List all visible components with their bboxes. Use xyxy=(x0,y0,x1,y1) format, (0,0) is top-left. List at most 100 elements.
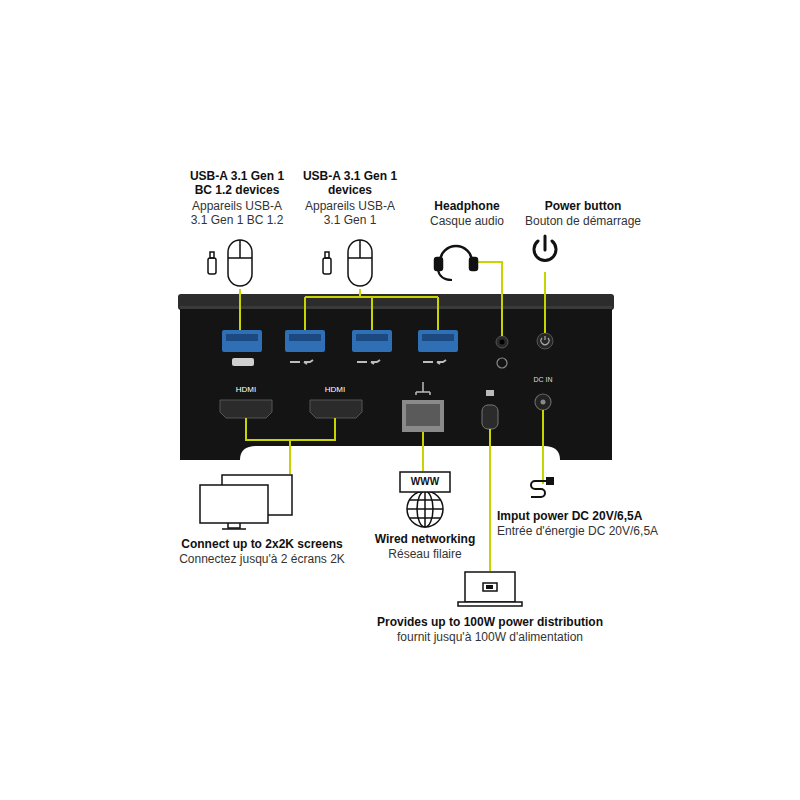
usb-a-port xyxy=(222,330,458,352)
hdmi-port xyxy=(310,400,362,418)
label-holder: fournit jusqu'à 100W d'alimentation xyxy=(396,631,585,645)
label-holder: HDMI xyxy=(324,385,347,394)
dock-housing xyxy=(240,446,560,460)
dc-jack xyxy=(535,394,551,410)
label-holder: USB-A 3.1 Gen 1 BC 1.2 devices xyxy=(183,170,291,198)
globe-icon xyxy=(400,472,450,492)
button-label: Power button xyxy=(544,200,623,214)
dc-jack xyxy=(535,394,551,410)
jack-label: Headphone xyxy=(433,200,501,214)
port-label-fr: Appareils USB-A 3.1 Gen 1 BC 1.2 xyxy=(183,200,291,228)
ethernet-port xyxy=(416,382,430,395)
usb-stick-icon xyxy=(325,252,329,258)
label-holder: Appareils USB-A 3.1 Gen 1 BC 1.2 xyxy=(183,200,291,228)
audio-jack xyxy=(497,358,507,368)
dc-jack xyxy=(541,400,546,405)
label-holder: Wired networking xyxy=(374,533,477,547)
label-holder: Connectez jusqu'à 2 écrans 2K xyxy=(178,553,346,567)
headset-icon xyxy=(435,258,442,270)
audio-jack xyxy=(500,340,505,345)
headset-icon xyxy=(470,258,477,270)
button-label-fr: Bouton de démarrage xyxy=(524,215,643,229)
usb-logo xyxy=(357,360,380,364)
monitor-icon xyxy=(222,528,246,530)
mouse-icon xyxy=(228,240,252,286)
usb-stick-icon xyxy=(323,258,331,274)
label-holder: Réseau filaire xyxy=(387,548,463,562)
power-icon xyxy=(544,236,547,250)
usb-c-port xyxy=(482,390,498,429)
port-label: USB-A 3.1 Gen 1 BC 1.2 devices xyxy=(183,170,291,198)
mouse-icon xyxy=(348,240,372,258)
plug-icon xyxy=(547,478,553,484)
dock-housing xyxy=(180,306,612,460)
ethernet-port xyxy=(406,404,440,426)
dock-housing xyxy=(180,306,612,309)
power-switch xyxy=(537,333,553,349)
power-switch xyxy=(541,336,549,345)
label-holder: Bouton de démarrage xyxy=(524,215,643,229)
port-label-fr: Appareils USB-A 3.1 Gen 1 xyxy=(296,200,404,228)
usb-a-port xyxy=(422,334,454,341)
audio-jack xyxy=(496,336,508,368)
usb-logo xyxy=(290,360,313,364)
globe-icon xyxy=(407,491,443,527)
port-marking: HDMI xyxy=(235,385,258,394)
leader-line xyxy=(544,272,546,333)
mouse-icon xyxy=(228,240,372,286)
usb-a-port xyxy=(289,334,321,341)
usb-logo xyxy=(423,360,446,364)
leader-line xyxy=(305,289,438,330)
leader-line xyxy=(246,418,335,474)
label-holder: HDMI xyxy=(235,385,258,394)
label-holder: Entrée d'énergie DC 20V/6,5A xyxy=(497,525,661,539)
leader-line xyxy=(476,262,502,336)
leader-line xyxy=(542,410,544,484)
laptop-icon xyxy=(486,585,493,589)
feature-label: Provides up to 100W power distribution xyxy=(376,616,605,630)
label-holder: USB-A 3.1 Gen 1 devices xyxy=(296,170,404,198)
usb-a-port xyxy=(352,330,392,352)
port-marking: DC IN xyxy=(532,376,554,384)
laptop-icon xyxy=(458,602,522,606)
hdmi-port xyxy=(220,400,272,418)
usb-stick-icon xyxy=(208,258,216,274)
port-marking: HDMI xyxy=(324,385,347,394)
jack-label-fr: Casque audio xyxy=(429,215,506,229)
label-holder: Imput power DC 20V/6,5A xyxy=(497,510,645,524)
laptop-icon xyxy=(458,572,522,606)
usb-a-port xyxy=(226,334,258,341)
ethernet-port xyxy=(402,400,444,432)
headset-icon xyxy=(435,246,477,280)
usb-c-port xyxy=(482,405,498,429)
label-holder: Headphone xyxy=(433,200,501,214)
monitor-icon xyxy=(200,485,268,523)
feature-label: Wired networking xyxy=(374,533,477,547)
headset-icon xyxy=(440,246,472,262)
monitor-icon xyxy=(200,475,292,529)
label-holder: WWW xyxy=(410,476,441,488)
mouse-icon xyxy=(228,240,252,258)
power-icon xyxy=(534,236,556,260)
audio-jack xyxy=(496,336,508,348)
usb-stick-icon xyxy=(208,252,331,274)
ethernet-port xyxy=(402,382,444,432)
feature-label: Imput power DC 20V/6,5A xyxy=(497,510,645,524)
leader-line xyxy=(239,289,241,330)
leader-line xyxy=(422,432,424,471)
plug-icon xyxy=(531,478,553,497)
label-holder: Appareils USB-A 3.1 Gen 1 xyxy=(296,200,404,228)
leader-line xyxy=(489,429,491,571)
label-holder: DC IN xyxy=(532,376,554,384)
feature-label-fr: Réseau filaire xyxy=(387,548,463,562)
monitor-icon xyxy=(228,523,240,528)
globe-icon xyxy=(400,472,450,527)
usb-logo xyxy=(232,358,446,366)
label-holder: Casque audio xyxy=(429,215,506,229)
usb-c-port xyxy=(486,390,494,396)
power-switch xyxy=(537,333,553,349)
usb-a-port xyxy=(222,330,262,352)
feature-label-fr: Connectez jusqu'à 2 écrans 2K xyxy=(178,553,346,567)
